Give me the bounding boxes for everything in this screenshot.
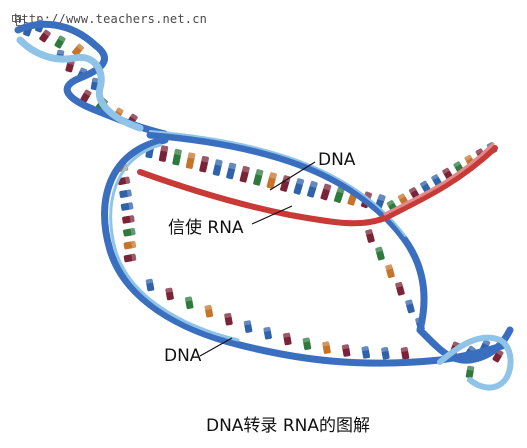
base-block	[223, 312, 233, 326]
base-block	[361, 345, 371, 359]
mrna-strand-highlight	[383, 142, 495, 216]
base-block	[117, 176, 131, 186]
base-block	[72, 43, 85, 57]
label-dna-top: DNA	[318, 150, 356, 170]
dna-strand-upper-edge	[149, 130, 406, 237]
leader-line-dna-bottom	[199, 337, 233, 357]
base-block	[212, 159, 223, 176]
base-block	[263, 326, 272, 340]
base-block	[384, 264, 395, 279]
dna-strand-upper	[146, 131, 428, 334]
dna-strand-lower-edge	[109, 143, 240, 342]
base-block	[380, 346, 390, 360]
base-block	[400, 346, 410, 360]
base-block	[123, 253, 137, 263]
base-block	[80, 89, 93, 103]
base-block	[394, 281, 405, 296]
watermark-url: http://www.teachers.net.cn	[14, 12, 208, 26]
base-block	[341, 343, 351, 357]
base-block	[243, 320, 253, 333]
base-block	[320, 183, 332, 201]
base-block	[419, 180, 431, 193]
base-block	[307, 180, 319, 198]
label-dna-bottom: DNA	[164, 346, 202, 366]
dna-double-helix-lower-right	[416, 326, 514, 391]
label-messenger-rna: 信使 RNA	[168, 218, 244, 238]
leader-line-dna-top	[269, 161, 316, 191]
base-block	[120, 202, 134, 211]
base-block	[322, 341, 331, 354]
base-block	[374, 246, 385, 261]
base-block	[253, 168, 264, 186]
base-block	[119, 189, 133, 198]
leader-line-mrna	[251, 205, 293, 225]
base-block	[185, 152, 196, 169]
base-block	[145, 278, 155, 292]
base-block	[293, 177, 305, 195]
base-block	[184, 296, 194, 310]
base-block	[39, 29, 52, 43]
figure-caption: DNA转录 RNA的图解	[206, 416, 370, 436]
base-block	[465, 365, 475, 379]
base-block	[172, 148, 183, 166]
base-block	[302, 337, 312, 351]
base-block	[122, 214, 135, 224]
base-block	[165, 287, 174, 301]
base-block	[282, 332, 292, 346]
base-block	[430, 173, 442, 187]
base-block	[239, 165, 251, 183]
base-block	[54, 35, 67, 49]
base-block	[364, 228, 375, 243]
base-block	[226, 162, 237, 180]
base-block	[123, 240, 137, 250]
base-block	[158, 145, 169, 162]
base-block	[199, 155, 210, 173]
base-block	[266, 171, 278, 189]
base-block	[404, 299, 415, 314]
base-pairs	[23, 19, 505, 379]
base-block	[122, 227, 136, 237]
mrna-strand	[137, 145, 498, 227]
dna-double-helix-upper	[14, 20, 169, 138]
base-block	[204, 304, 214, 318]
